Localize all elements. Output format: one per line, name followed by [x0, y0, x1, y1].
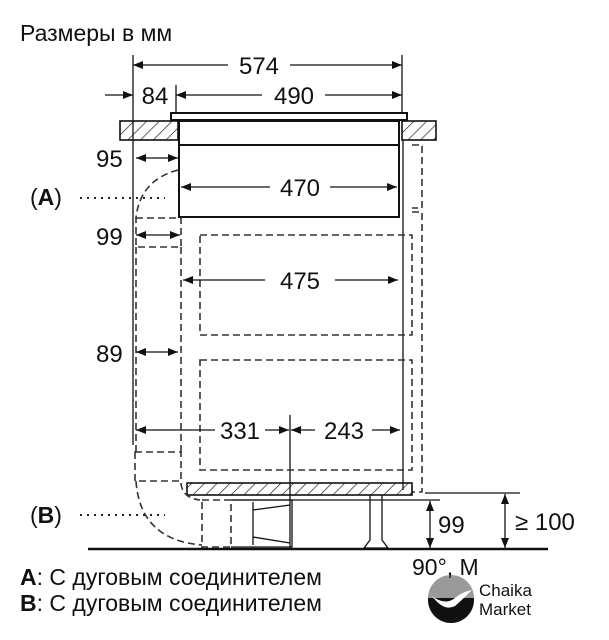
dimension-574: 574	[133, 53, 402, 80]
dim-min-100-label: ≥ 100	[515, 509, 575, 536]
dimension-99-plinth: 99	[426, 501, 465, 548]
duct-bend-b	[135, 480, 203, 546]
glass-top	[170, 112, 408, 121]
dim-331-label: 331	[220, 418, 260, 445]
cabinet-leg	[362, 495, 390, 549]
hob-lower-body	[178, 144, 400, 218]
duct-bend-a	[135, 169, 179, 219]
dim-574-label: 574	[239, 53, 279, 80]
legend-item-a: A: С дуговым соединителем	[20, 564, 322, 590]
cabinet-dashed-edge	[412, 144, 423, 493]
duct-segment-lower	[134, 451, 182, 482]
drawer-upper	[199, 234, 413, 336]
legend-item-a-partial: 90°, M	[412, 554, 479, 580]
dimension-84-490: 84 490	[105, 83, 402, 110]
logo-line2: Market	[479, 600, 531, 619]
drawer-lower	[199, 359, 413, 471]
countertop-right	[401, 120, 437, 141]
dimension-475: 475	[183, 268, 398, 295]
dim-490-label: 490	[274, 83, 314, 110]
dim-470-label: 470	[280, 175, 320, 202]
dim-99-plinth-label: 99	[438, 512, 465, 539]
hob-upper-body	[178, 120, 400, 146]
chaika-market-logo: Chaika Market	[428, 575, 532, 623]
logo-line1: Chaika	[479, 581, 532, 600]
diagram-title: Размеры в мм	[20, 20, 172, 46]
duct-segment	[135, 217, 182, 248]
fan-duct	[201, 499, 232, 548]
fan-unit	[231, 499, 293, 548]
dim-89-label: 89	[96, 341, 123, 368]
svg-text:(A): (A)	[30, 184, 62, 210]
dimension-99-duct: 99	[96, 224, 180, 251]
dimension-470: 470	[181, 175, 397, 202]
svg-text:(B): (B)	[30, 502, 62, 528]
countertop-left	[119, 120, 179, 141]
dimension-95: 95	[96, 146, 178, 173]
legend-item-b: B: С дуговым соединителем	[20, 590, 322, 616]
cabinet-shelf	[186, 482, 413, 496]
callout-b: (B)	[30, 502, 165, 528]
dimension-89: 89	[96, 341, 178, 368]
dim-475-label: 475	[280, 268, 320, 295]
dimension-min-100: ≥ 100	[501, 494, 575, 548]
dimension-331-243: 331 243	[136, 418, 400, 445]
dim-99-label: 99	[96, 224, 123, 251]
dim-84-label: 84	[142, 83, 169, 110]
legend: A: С дуговым соединителем B: С дуговым с…	[20, 564, 322, 616]
callout-a: (A)	[30, 184, 165, 210]
dim-243-label: 243	[324, 418, 364, 445]
dim-95-label: 95	[96, 146, 123, 173]
